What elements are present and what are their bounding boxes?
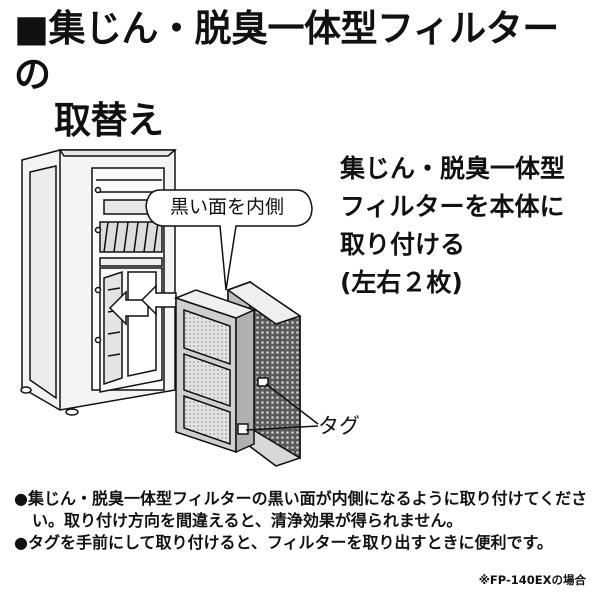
note-item: ●集じん・脱臭一体型フィルターの黒い面が内側になるように取り付けてください。取り… (14, 489, 588, 530)
purifier-unit (20, 149, 178, 416)
title-line-1: ■集じん・脱臭一体型フィルターの (14, 7, 559, 96)
title-line-2: 取替え (54, 99, 164, 142)
model-footnote: ※FP-140EXの場合 (478, 573, 586, 587)
filter-installation-illustration (20, 149, 319, 467)
step-line-1: 集じん・脱臭一体型 (340, 154, 566, 183)
step-instruction: 集じん・脱臭一体型 フィルターを本体に 取り付ける (左右２枚) (340, 150, 595, 302)
insert-arrow-icon (108, 284, 177, 326)
step-line-3: 取り付ける (340, 230, 466, 259)
callout-bubble (145, 189, 313, 291)
step-line-4: (左右２枚) (340, 268, 463, 297)
section-title: ■集じん・脱臭一体型フィルターの 取替え (14, 6, 594, 144)
filter-panel-front (173, 289, 257, 454)
tag-label: タグ (318, 414, 360, 438)
filter-tag-icon (237, 377, 269, 435)
step-line-2: フィルターを本体に (340, 192, 565, 221)
callout-text: 黒い面を内側 (169, 196, 284, 218)
tag-leader-lines (245, 383, 319, 431)
note-item: ●タグを手前にして取り付けると、フィルターを取り出すときに便利です。 (14, 533, 553, 552)
notes-list: ●集じん・脱臭一体型フィルターの黒い面が内側になるように取り付けてください。取り… (14, 488, 592, 554)
